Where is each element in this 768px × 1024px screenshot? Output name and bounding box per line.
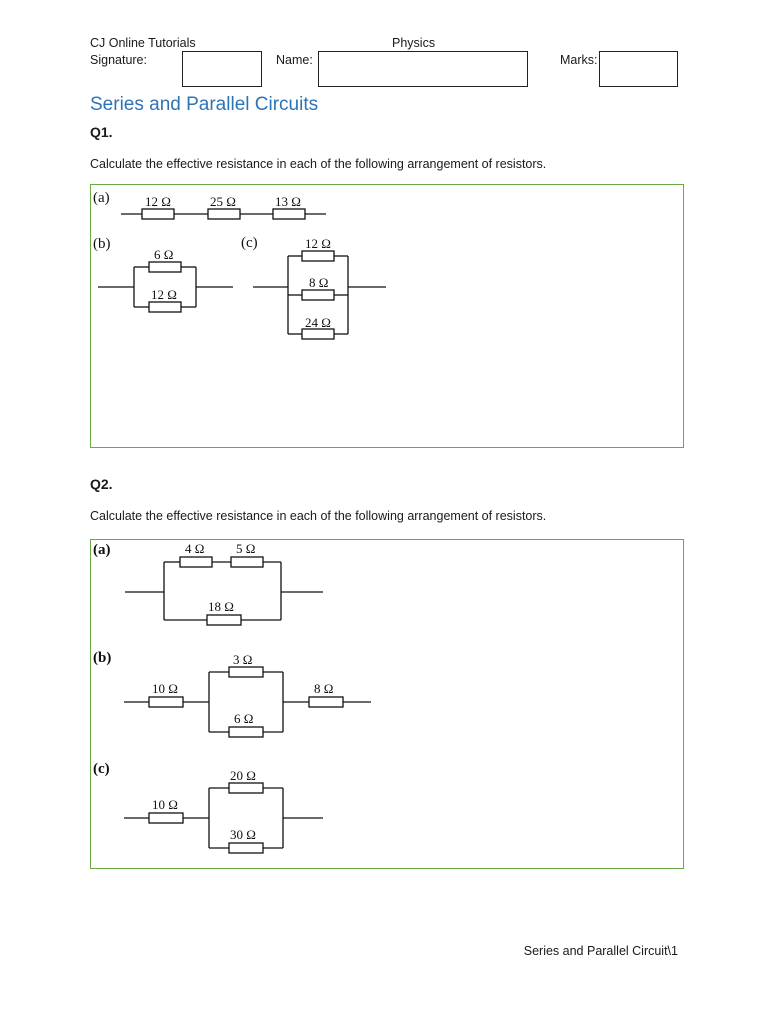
name-field[interactable]	[318, 51, 528, 87]
q1-instruction: Calculate the effective resistance in ea…	[90, 157, 547, 171]
signature-field[interactable]	[182, 51, 262, 87]
q1a-resistor-3-value: 13 Ω	[275, 194, 301, 209]
signature-label: Signature:	[90, 53, 147, 67]
q2c-resistor-1-value: 20 Ω	[230, 768, 256, 783]
q2c-resistor-3-value: 30 Ω	[230, 827, 256, 842]
marks-label: Marks:	[560, 53, 598, 67]
subject-name: Physics	[392, 36, 436, 50]
q2-label: Q2.	[90, 476, 113, 492]
name-label: Name:	[276, 53, 313, 67]
q2b-resistor-3-value: 8 Ω	[314, 681, 333, 696]
page-footer: Series and Parallel Circuit\1	[523, 944, 678, 958]
q1a-resistor-2-value: 25 Ω	[210, 194, 236, 209]
q1-figure-panel: (a) 12 Ω 25 Ω 13 Ω (b) 6 Ω 12 Ω (c) 12 Ω…	[90, 184, 684, 448]
q1b-resistor-1-value: 6 Ω	[154, 247, 173, 262]
marks-field[interactable]	[599, 51, 678, 87]
q1-circuit-diagrams: (a) 12 Ω 25 Ω 13 Ω (b) 6 Ω 12 Ω (c) 12 Ω…	[93, 190, 386, 340]
q1c-resistor-1-value: 12 Ω	[305, 236, 331, 251]
q1b-resistor-2-value: 12 Ω	[151, 287, 177, 302]
q1c-resistor-3-value: 24 Ω	[305, 315, 331, 330]
q2c-label: (c)	[93, 761, 110, 777]
q2-circuit-diagrams: (a) 4 Ω 5 Ω 18 Ω (b) 3 Ω 10 Ω 8 Ω 6 Ω (c…	[93, 541, 371, 854]
q2a-resistor-1-value: 4 Ω	[185, 541, 204, 556]
q2b-label: (b)	[93, 650, 111, 666]
q2a-resistor-3-value: 18 Ω	[208, 599, 234, 614]
q2-instruction: Calculate the effective resistance in ea…	[90, 509, 547, 523]
q2b-resistor-4-value: 6 Ω	[234, 711, 253, 726]
q2a-label: (a)	[93, 542, 111, 558]
q1c-resistor-2-value: 8 Ω	[309, 275, 328, 290]
page-title: Series and Parallel Circuits	[90, 94, 319, 115]
org-name: CJ Online Tutorials	[90, 36, 196, 50]
q2a-resistor-2-value: 5 Ω	[236, 541, 255, 556]
q1-label: Q1.	[90, 124, 113, 140]
q1a-label: (a)	[93, 190, 110, 206]
q1c-label: (c)	[241, 235, 258, 251]
q2b-resistor-2-value: 10 Ω	[152, 681, 178, 696]
q2-figure-panel: (a) 4 Ω 5 Ω 18 Ω (b) 3 Ω 10 Ω 8 Ω 6 Ω (c…	[90, 539, 684, 869]
q2c-resistor-2-value: 10 Ω	[152, 797, 178, 812]
q2b-resistor-1-value: 3 Ω	[233, 652, 252, 667]
q1b-label: (b)	[93, 236, 111, 252]
q1a-resistor-1-value: 12 Ω	[145, 194, 171, 209]
